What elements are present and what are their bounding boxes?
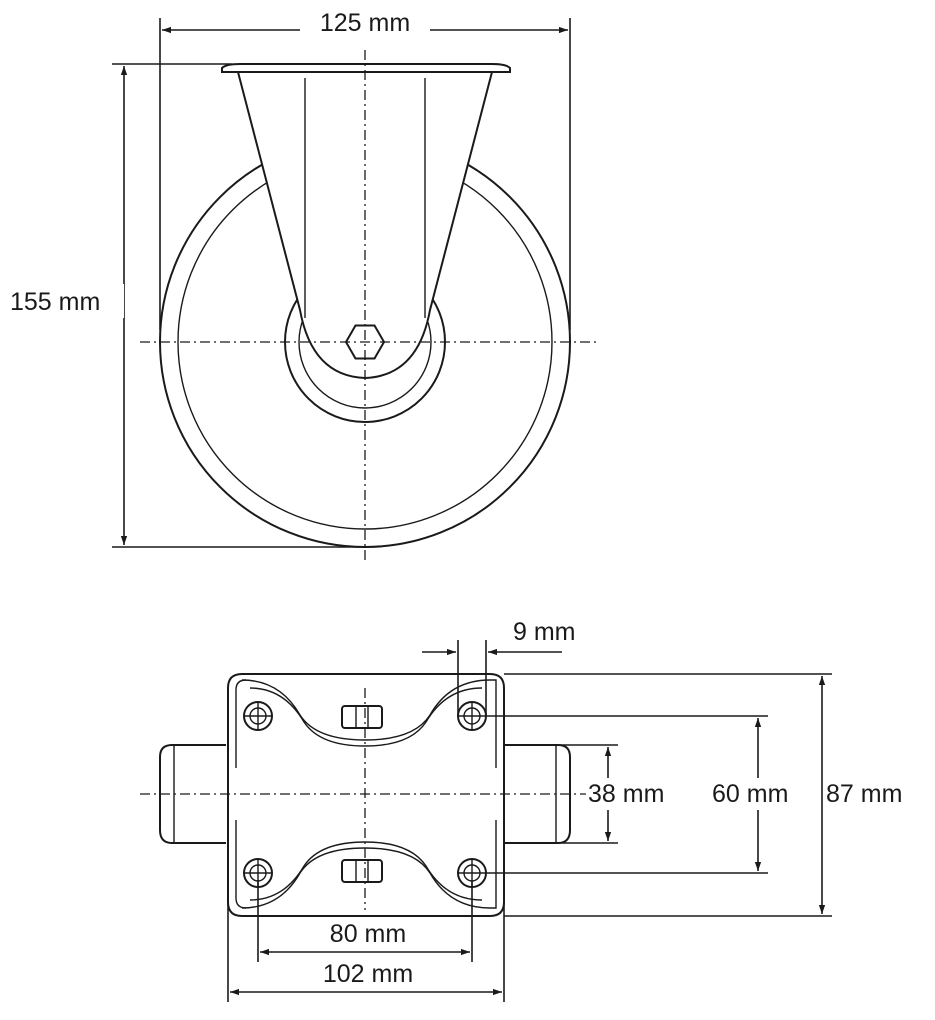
front-view: 125 mm 155 mm (6, 6, 600, 560)
axle-nut-bottom (341, 859, 383, 883)
dim-label-87: 87 mm (826, 780, 902, 808)
top-plate (221, 63, 511, 73)
fork-outline-top-left (235, 679, 247, 768)
top-view: 9 mm 38 mm 60 mm 87 mm 80 mm 102 mm (140, 618, 928, 1002)
dim-label-9: 9 mm (513, 618, 576, 646)
axle-nut-top (341, 705, 383, 729)
dim-label-38: 38 mm (588, 780, 664, 808)
dim-label-125: 125 mm (320, 9, 410, 37)
dim-label-80: 80 mm (330, 920, 406, 948)
mounting-plate (227, 673, 505, 917)
bolt-hole-top-right (457, 701, 487, 731)
dim-label-155: 155 mm (10, 288, 100, 316)
fork-outline-top (241, 679, 497, 768)
bolt-hole-top-left (243, 701, 273, 731)
fork-inner-top (249, 687, 483, 747)
dim-label-60: 60 mm (712, 780, 788, 808)
dim-label-102: 102 mm (323, 960, 413, 988)
fork-outline-bottom-left (235, 820, 247, 909)
